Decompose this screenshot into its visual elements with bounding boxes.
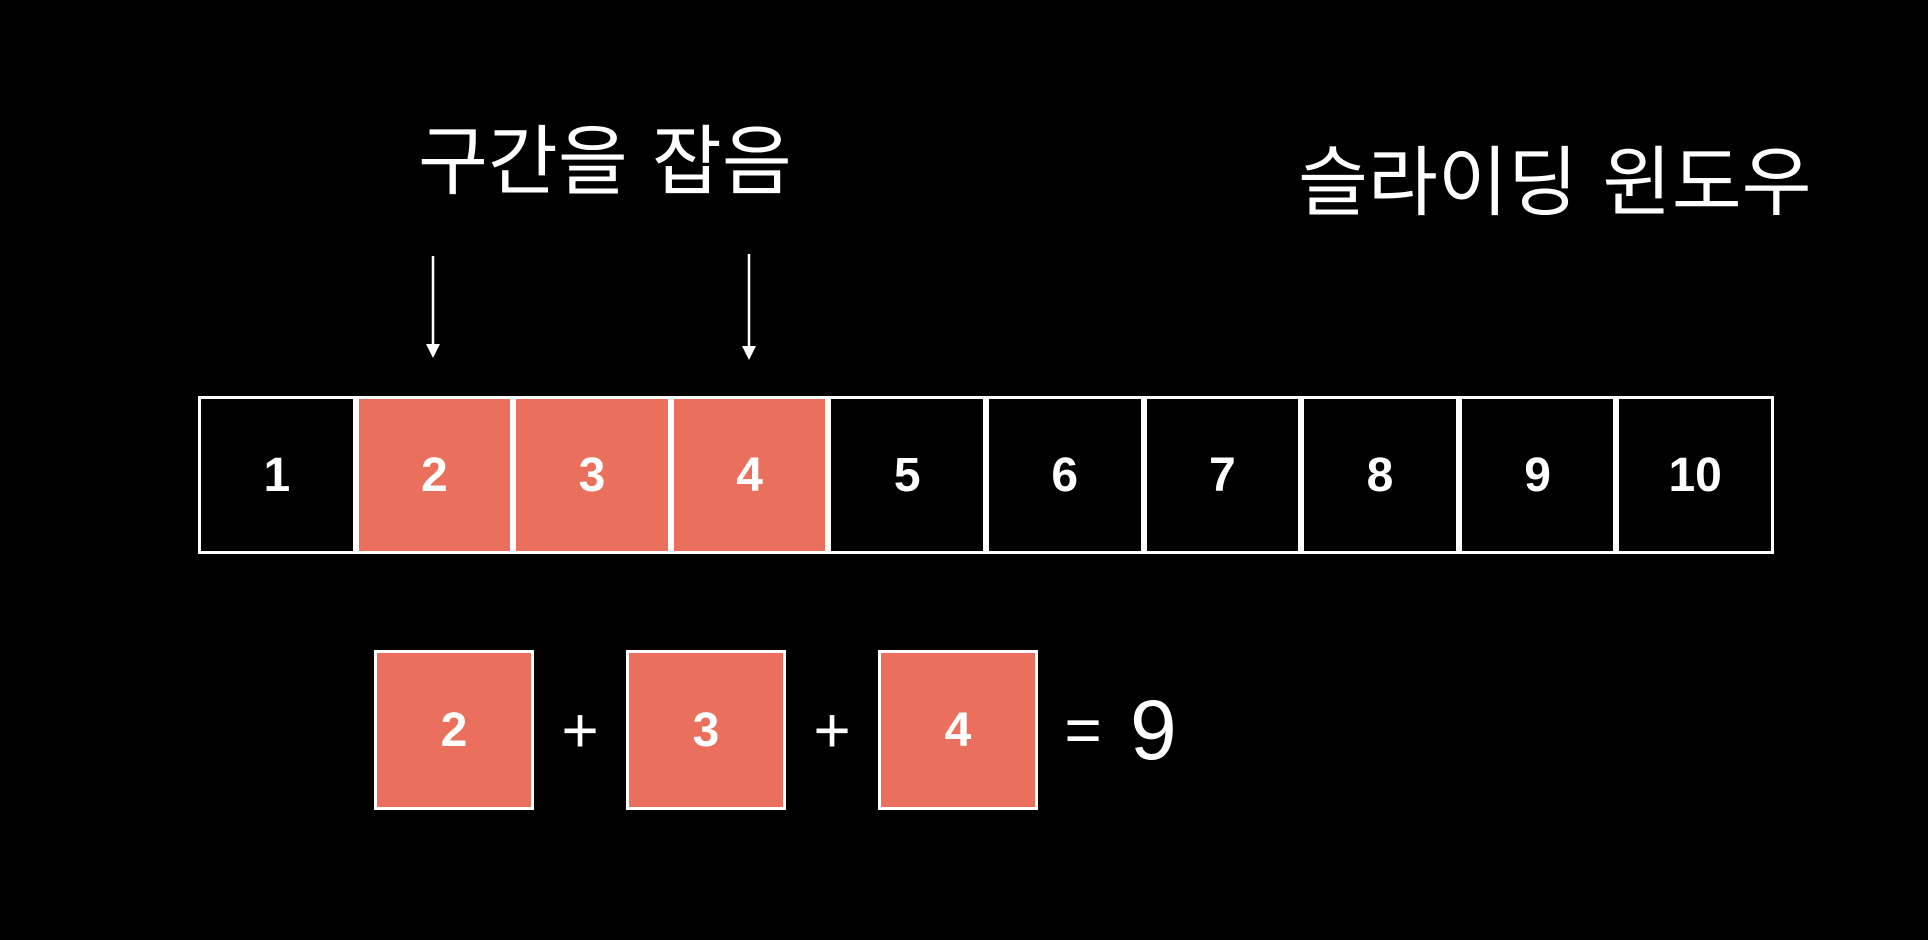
range-label: 구간을 잡음 [418,117,792,206]
array-cell: 7 [1143,396,1302,554]
array-cell: 6 [985,396,1144,554]
array-cell-highlighted: 2 [355,396,514,554]
array-cell-highlighted: 4 [670,396,829,554]
right-pointer-arrow-icon [742,254,756,360]
array-row: 1 2 3 4 5 6 7 8 9 10 [198,396,1774,554]
sum-result: 9 [1130,683,1177,777]
sum-operand-box: 3 [626,650,786,810]
left-pointer-arrow-icon [426,256,440,358]
sum-operand-box: 4 [878,650,1038,810]
plus-sign: + [813,694,851,766]
array-cell: 10 [1616,396,1774,554]
equals-sign: = [1064,694,1102,766]
sum-equation: 2 + 3 + 4 = 9 [374,650,1177,810]
array-cell: 5 [828,396,986,554]
sum-operand-box: 2 [374,650,534,810]
title: 슬라이딩 윈도우 [1298,138,1812,227]
array-cell: 8 [1301,396,1459,554]
array-cell: 1 [198,396,356,554]
plus-sign: + [561,694,599,766]
array-cell: 9 [1458,396,1617,554]
array-cell-highlighted: 3 [513,396,671,554]
